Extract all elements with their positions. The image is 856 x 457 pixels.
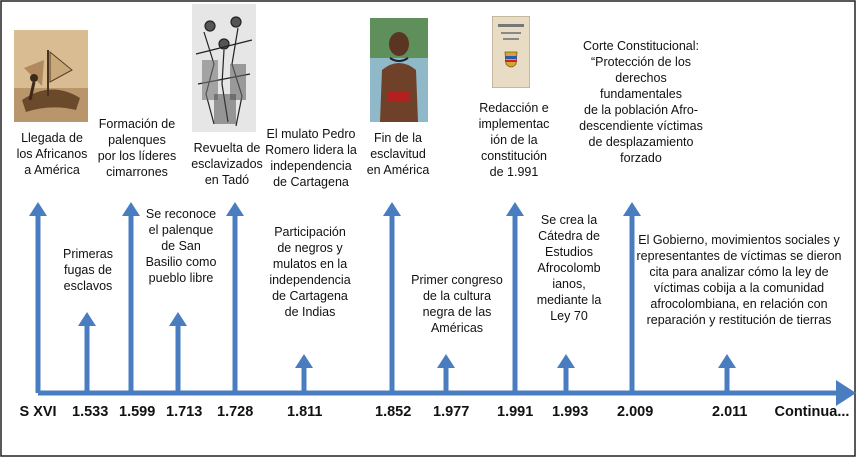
revolt-engraving [192, 4, 256, 132]
year-label: 1.728 [217, 404, 254, 420]
year-label: 1.599 [119, 404, 156, 420]
event-label-pedro-romero: El mulato Pedro Romero lidera la indepen… [265, 127, 357, 189]
year-label: 1.533 [72, 404, 109, 420]
arrow-1852-head [383, 202, 401, 216]
arrow-2011-head [718, 354, 736, 368]
year-label: S XVI [19, 404, 57, 420]
event-label-catedra-estudios: Se crea la Cátedra de Estudios Afrocolom… [536, 213, 602, 323]
arrow-1977-head [437, 354, 455, 368]
arrow-1991-head [506, 202, 524, 216]
year-label: 2.009 [617, 404, 654, 420]
constitution-book [492, 16, 530, 88]
arrow-2009-head [623, 202, 641, 216]
timeline-axis-arrowhead [836, 380, 856, 406]
event-label-san-basilio: Se reconoce el palenque de San Basilio c… [145, 207, 217, 285]
event-label-participacion-cartagena: Participación de negros y mulatos en la … [269, 225, 351, 319]
arrow-1811-head [295, 354, 313, 368]
freed-man-photo [370, 18, 428, 122]
event-label-corte-constitucional: Corte Constitucional: “Protección de los… [579, 39, 703, 165]
event-label-gobierno-victimas: El Gobierno, movimientos sociales y repr… [636, 233, 842, 327]
arrow-1713-head [169, 312, 187, 326]
arrow-s-xvi-head [29, 202, 47, 216]
arrow-1993-head [557, 354, 575, 368]
year-label: 1.852 [375, 404, 412, 420]
event-label-primeras-fugas: Primeras fugas de esclavos [62, 247, 113, 293]
event-label-constitucion-1991: Redacción e implementac ión de la consti… [478, 101, 550, 179]
year-label: Continua... [774, 404, 850, 420]
year-label: 1.993 [552, 404, 589, 420]
event-label-palenques: Formación de palenques por los líderes c… [97, 117, 177, 179]
event-label-fin-esclavitud: Fin de la esclavitud en América [366, 131, 430, 177]
ship-illustration [14, 30, 88, 122]
year-label: 1.991 [497, 404, 534, 420]
year-label: 2.011 [712, 404, 748, 420]
arrow-1599-head [122, 202, 140, 216]
year-label: 1.713 [166, 404, 203, 420]
year-label: 1.811 [287, 404, 323, 420]
arrow-1728-head [226, 202, 244, 216]
event-label-congreso-cultura-negra: Primer congreso de la cultura negra de l… [411, 273, 503, 335]
event-label-revuelta-tado: Revuelta de esclavizados en Tadó [191, 141, 263, 187]
arrow-1533-head [78, 312, 96, 326]
year-label: 1.977 [433, 404, 470, 420]
event-label-llegada: Llegada de los Africanos a América [16, 131, 88, 177]
